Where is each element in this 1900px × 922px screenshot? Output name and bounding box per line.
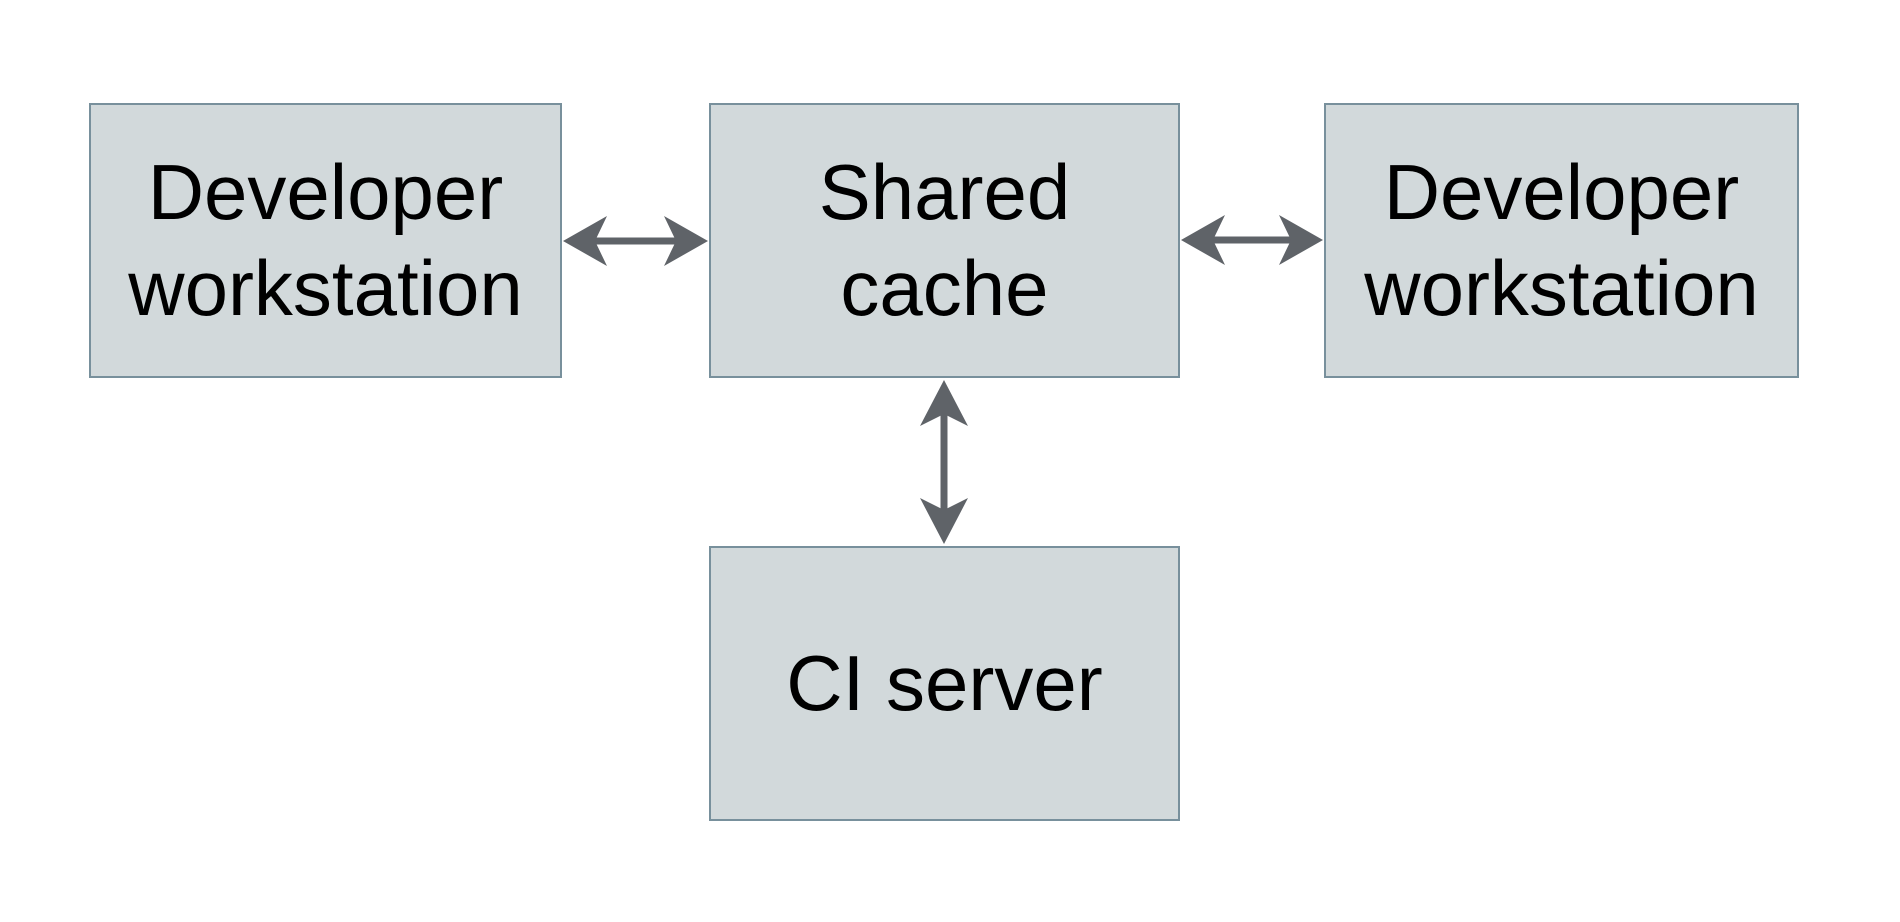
node-label: Shared cache	[818, 148, 1071, 332]
double-arrow-vertical-icon	[920, 380, 968, 544]
arrow-shaft	[590, 237, 681, 245]
arrow-shaft	[940, 412, 948, 512]
double-arrow-horizontal-icon	[563, 216, 708, 266]
double-arrow-horizontal-icon	[1181, 215, 1323, 265]
node-shared-cache: Shared cache	[709, 103, 1180, 378]
node-ci-server: CI server	[709, 546, 1180, 821]
node-label: Developer workstation	[128, 148, 523, 332]
arrow-head-left	[563, 216, 607, 266]
node-developer-workstation-left: Developer workstation	[89, 103, 562, 378]
arrow-shaft	[1208, 236, 1296, 244]
arrow-head-left	[1181, 215, 1225, 265]
node-label: CI server	[786, 638, 1103, 727]
node-label: Developer workstation	[1364, 148, 1759, 332]
arrow-head-down	[920, 498, 968, 544]
node-developer-workstation-right: Developer workstation	[1324, 103, 1799, 378]
arrow-head-right	[664, 216, 708, 266]
arrow-head-right	[1279, 215, 1323, 265]
arrow-head-up	[920, 380, 968, 426]
